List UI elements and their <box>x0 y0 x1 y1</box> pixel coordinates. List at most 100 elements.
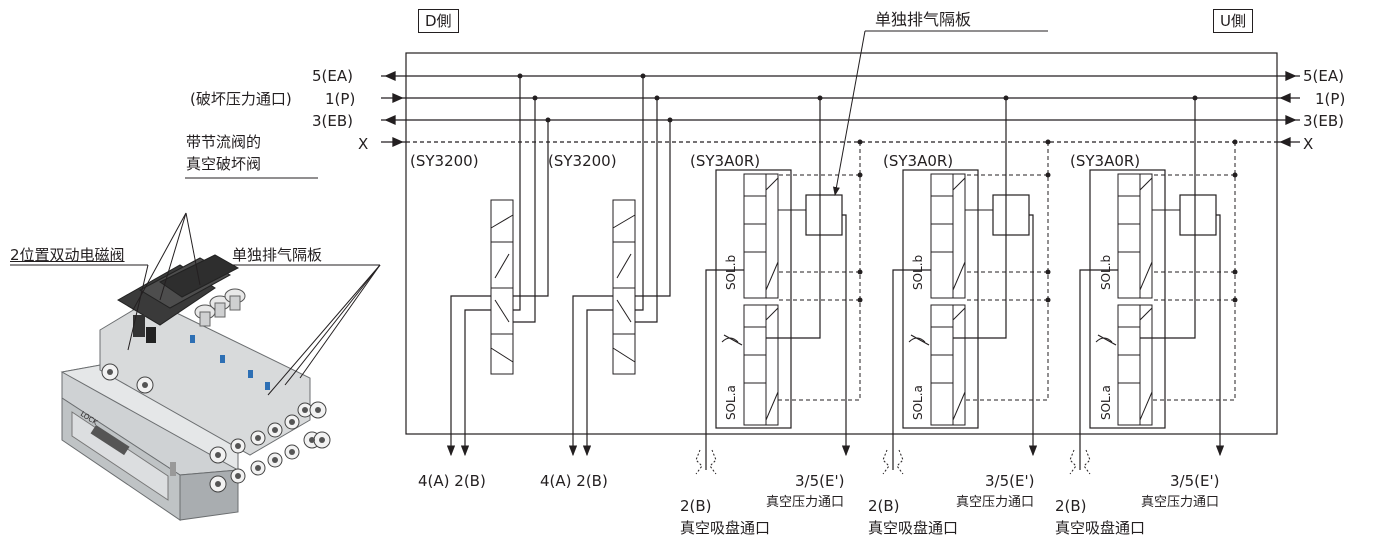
sol-a-label-1: SOL.a <box>724 385 738 420</box>
throttle-arrow-1 <box>723 334 743 346</box>
sy3200-piping <box>446 76 671 457</box>
sol-b-label-2: SOL.b <box>911 255 925 290</box>
manifold-frame <box>405 52 1278 435</box>
exhaust-plate-box-1 <box>805 194 843 236</box>
pilot-dot-3-2 <box>1232 297 1238 303</box>
throttle-valve-label-line2: 真空破坏阀 <box>186 155 262 173</box>
exhaust-port-label-3: 3/5(E') <box>1170 472 1220 490</box>
valve-model-1: (SY3200) <box>410 152 479 170</box>
solenoid-a-2 <box>930 382 954 426</box>
pilot-a-top-1 <box>743 304 767 328</box>
exhaust-pipe-2 <box>1028 214 1038 457</box>
solenoid-b-1 <box>743 251 767 299</box>
vac-port-label-3: 2(B) <box>1055 497 1087 515</box>
sol-a-label-3: SOL.a <box>1099 385 1113 420</box>
port-x-right: X <box>1303 135 1314 153</box>
sol-a-diag-2 <box>952 391 966 421</box>
vacuum-cup-symbol-3 <box>1069 449 1091 475</box>
spool-b2-2 <box>930 223 954 253</box>
throttle-curve-1 <box>721 337 739 343</box>
pilot-dot-3-1 <box>1232 269 1238 275</box>
valve-model-5: (SY3A0R) <box>1070 152 1141 170</box>
pilot-b-top-2 <box>930 173 954 197</box>
manifold-photo: LOCK <box>60 254 331 521</box>
pilot-a-line-2 <box>952 307 966 321</box>
exhaust-pipe-1 <box>841 214 851 457</box>
vacuum-cup-symbol-1 <box>695 449 717 475</box>
dual-solenoid-valve-label: 2位置双动电磁阀 <box>10 246 125 264</box>
spool-a2-2 <box>930 354 954 384</box>
vac-port-label-2: 2(B) <box>868 497 900 515</box>
pilot-b-side-2 <box>952 173 966 299</box>
pilot-dot-1-1 <box>857 269 863 275</box>
pilot-a-side-1 <box>765 304 779 426</box>
d-side-label: D側 <box>418 9 459 33</box>
throttle-arrow-2 <box>910 334 930 346</box>
pilot-x-dashed-2 <box>965 142 1049 401</box>
pilot-a-top-2 <box>930 304 954 328</box>
pilot-b-top-3 <box>1117 173 1141 197</box>
valve-body-1 <box>715 169 792 429</box>
valve-model-2: (SY3200) <box>548 152 617 170</box>
pilot-a-line-3 <box>1139 307 1153 321</box>
port-p-note: (破坏压力通口) <box>190 90 292 108</box>
exhaust-plate-label-left: 单独排气隔板 <box>232 246 323 264</box>
valve-model-3: (SY3A0R) <box>690 152 761 170</box>
spool-a1-2 <box>930 326 954 356</box>
pilot-b-line-2 <box>952 177 966 191</box>
p-supply-pipe-2 <box>953 98 1007 339</box>
callout-leader <box>832 30 1048 196</box>
port-eb-left: 3(EB) <box>312 112 354 130</box>
solenoid-labels: SOL.b SOL.a SOL.b SOL.a SOL.b SOL.a <box>724 255 1113 420</box>
spool-b1-3 <box>1117 195 1141 225</box>
vac-port-name-2: 真空吸盘通口 <box>868 519 959 537</box>
port-ea-right: 5(EA) <box>1303 67 1344 85</box>
vacuum-cup-symbol-2 <box>882 449 904 475</box>
port-p-left: 1(P) <box>325 90 356 108</box>
exhaust-port-label-2: 3/5(E') <box>985 472 1035 490</box>
p-supply-pipe-3 <box>1140 98 1196 339</box>
pilot-dot-2-1 <box>1045 269 1051 275</box>
pilot-b-side-1 <box>765 173 779 299</box>
throttle-curve-2 <box>908 337 926 343</box>
pilot-dot-3-0 <box>1232 172 1238 178</box>
throttle-curve-3 <box>1095 337 1113 343</box>
solenoid-a-1 <box>743 382 767 426</box>
vac-pipe-2 <box>892 269 931 470</box>
pilot-b-side-3 <box>1139 173 1153 299</box>
spool-b2-3 <box>1117 223 1141 253</box>
pilot-dot-2-2 <box>1045 297 1051 303</box>
sy3a0r-valves <box>695 98 1238 475</box>
sol-a-diag-3 <box>1139 391 1153 421</box>
port-x-left: X <box>358 135 369 153</box>
output-label-sy3200-1: 4(A) 2(B) <box>418 472 486 490</box>
junction-dots <box>517 73 1238 145</box>
sol-a-diag-1 <box>765 391 779 421</box>
spool-b1-1 <box>743 195 767 225</box>
port-ea-left: 5(EA) <box>312 67 353 85</box>
sy3200-valves <box>490 199 636 375</box>
spool-a2-1 <box>743 354 767 384</box>
pilot-a-side-3 <box>1139 304 1153 426</box>
u-side-label: U側 <box>1213 9 1253 33</box>
spool-a1-1 <box>743 326 767 356</box>
throttle-valve-label-line1: 带节流阀的 <box>186 133 262 151</box>
sol-b-diag-3 <box>1139 261 1153 291</box>
manifold-passages <box>381 70 1300 148</box>
spool-a2-3 <box>1117 354 1141 384</box>
vac-port-name-1: 真空吸盘通口 <box>680 519 771 537</box>
pilot-b-top-1 <box>743 173 767 197</box>
exhaust-port-name-1: 真空压力通口 <box>766 495 845 510</box>
valve-body-3 <box>1089 169 1166 429</box>
pilot-dot-1-0 <box>857 172 863 178</box>
exhaust-port-label-1: 3/5(E') <box>795 472 845 490</box>
vac-pipe-1 <box>705 269 744 470</box>
solenoid-b-3 <box>1117 251 1141 299</box>
throttle-arrow-3 <box>1097 334 1117 346</box>
exhaust-plate-box-2 <box>992 194 1030 236</box>
exhaust-plate-callout-top: 单独排气隔板 <box>875 10 972 29</box>
pilot-b-line-1 <box>765 177 779 191</box>
pilot-a-line-1 <box>765 307 779 321</box>
